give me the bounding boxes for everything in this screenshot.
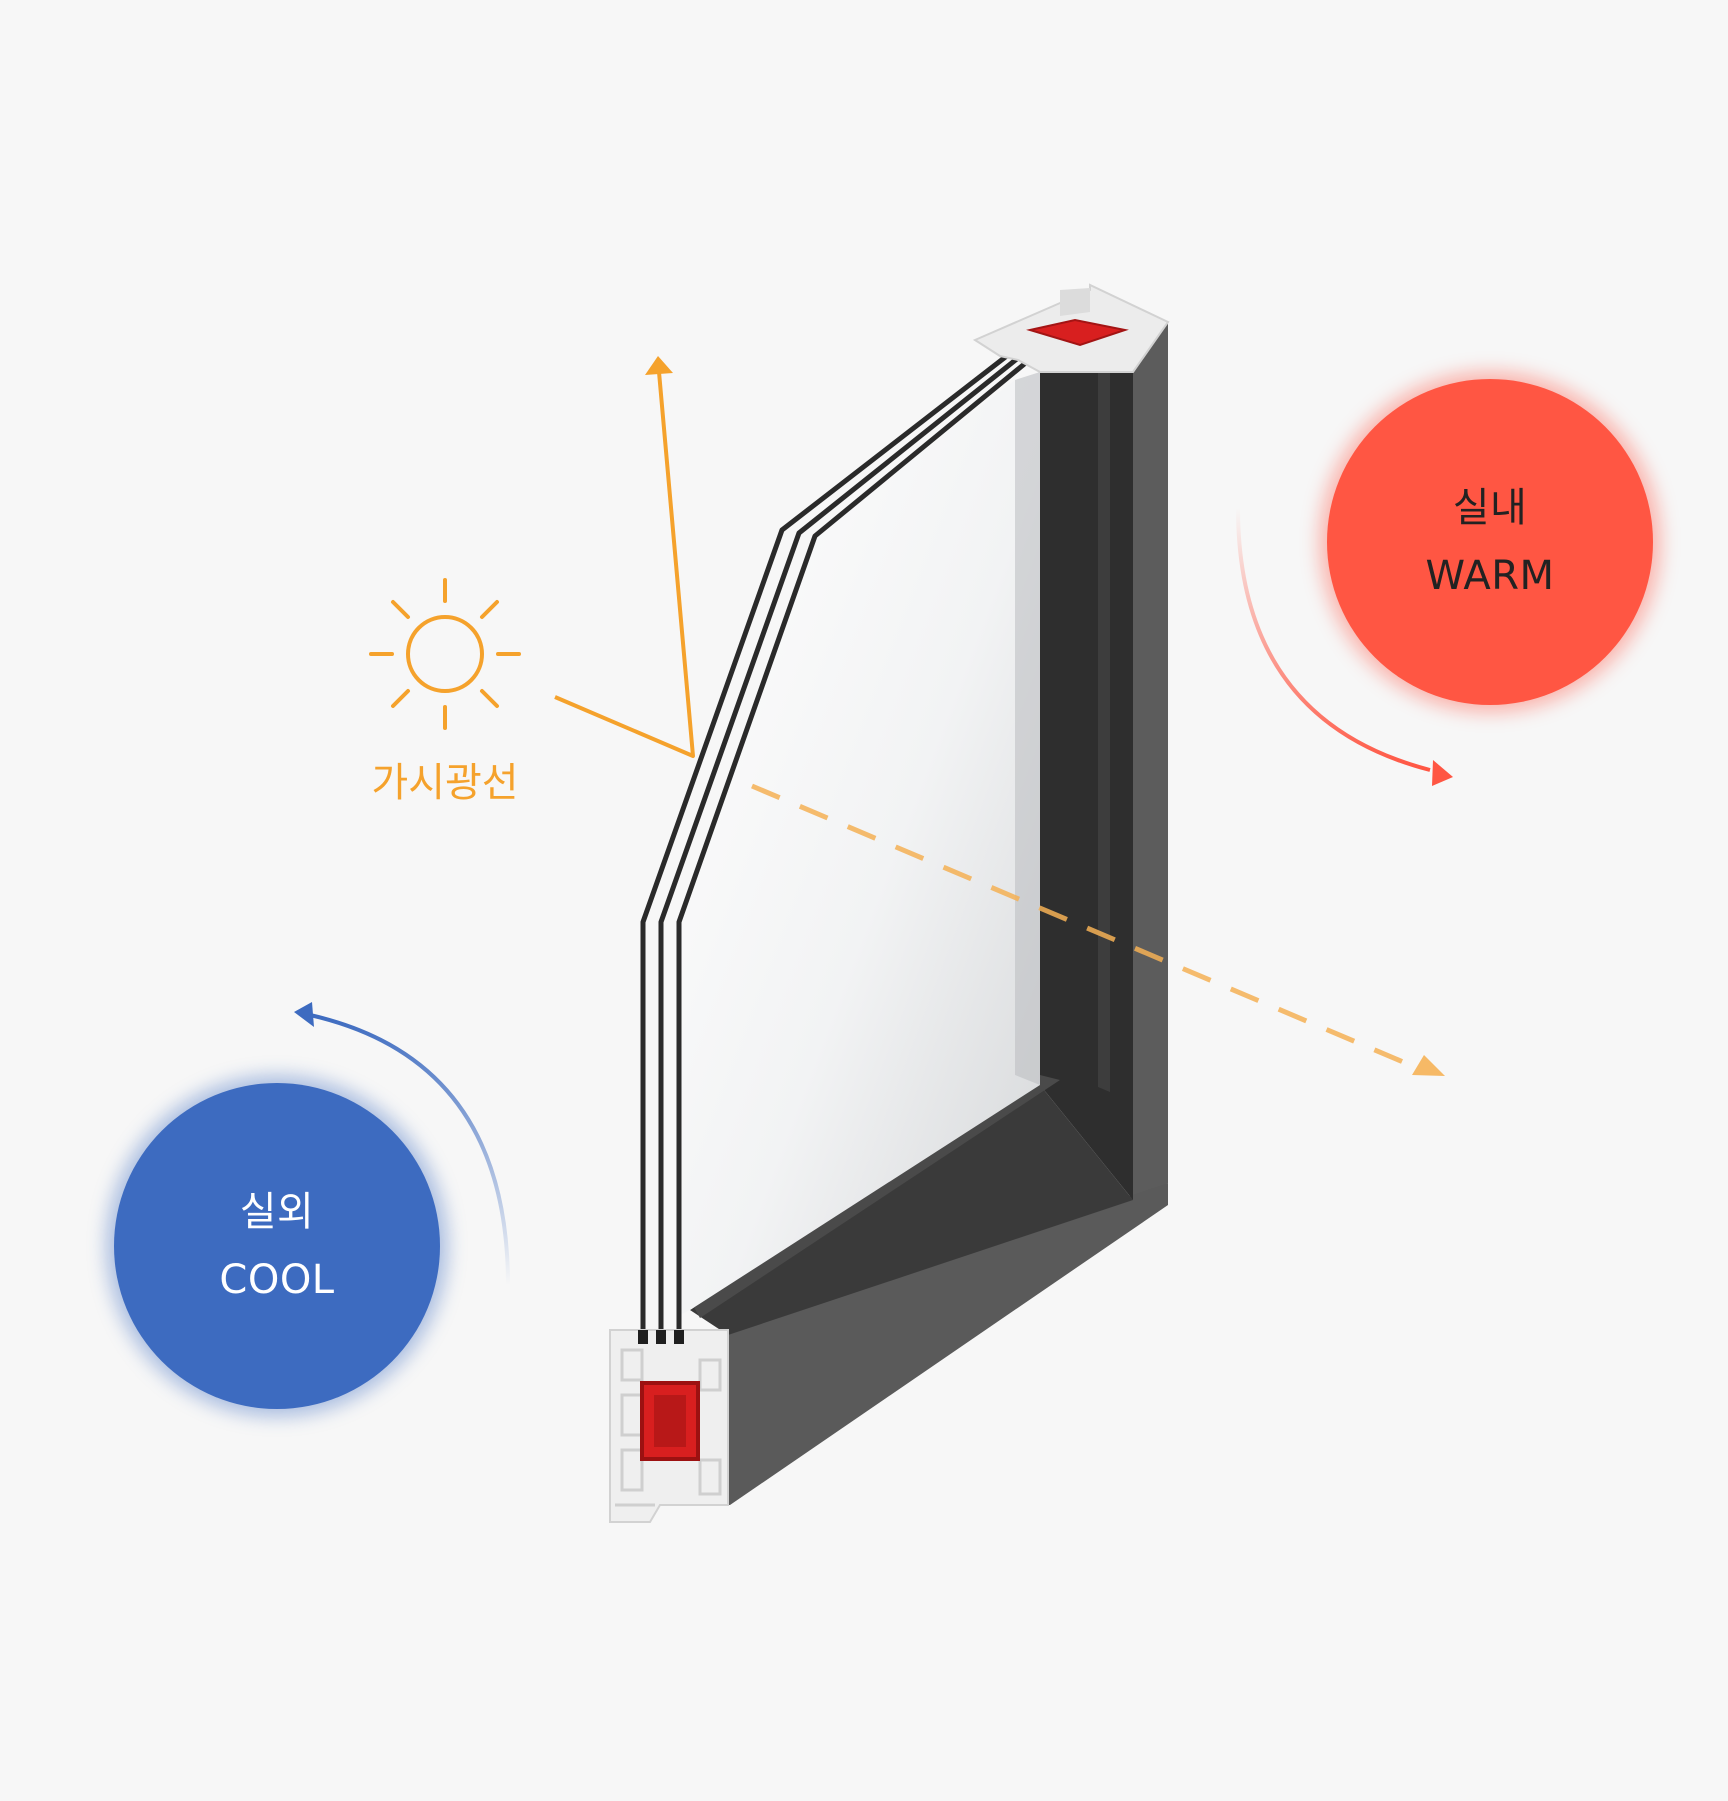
outdoor-title: 실외 [239,1189,315,1235]
triple-glazing-edges [640,353,1030,1340]
glazing-layer-2 [658,356,1020,1340]
glass-edge-band [1015,372,1040,1085]
outdoor-temperature: COOL [219,1257,335,1303]
warm-flow-curve [1236,507,1431,772]
transmitted-ray-dashed [751,783,1416,1070]
indoor-warm-bubble: 실내 WARM [1327,379,1653,705]
visible-light-label: 가시광선 [371,760,519,806]
frame-inner-bevel [1098,342,1110,1092]
dashed-arrow-right-icon [1412,1055,1445,1076]
frame-bottom-bead [690,1075,1060,1318]
glazing-layer-3 [676,359,1030,1340]
top-profile-fins [1060,288,1090,316]
cool-flow [294,1002,510,1286]
warm-flow [1236,507,1453,786]
window-frame [690,322,1168,1505]
top-steel-reinforcement [1026,318,1129,347]
arrow-up-icon [645,356,673,375]
frame-bottom-face [728,1183,1168,1505]
frame-inner-reveal-bottom [690,1085,1133,1335]
glazing-ends [638,1330,684,1344]
sun-icon [369,578,521,730]
cool-flow-curve [309,1013,510,1286]
glazing-layer-1 [640,353,1010,1340]
visible-light-ray [554,356,1445,1076]
frame-right-face [1133,322,1168,1200]
indoor-temperature: WARM [1425,553,1555,599]
glass-surface [680,372,1040,1315]
curved-arrow-down-icon [1432,760,1453,786]
indoor-title: 실내 [1452,485,1528,531]
frame-inner-reveal-right [1040,330,1133,1200]
bottom-steel-inner [654,1395,686,1447]
bottom-profile-section [609,1329,729,1523]
curved-arrow-up-icon [294,1002,314,1027]
outdoor-cool-bubble: 실외 COOL [114,1083,440,1409]
glass-pane [640,353,1040,1340]
top-profile-section [972,283,1170,373]
incident-reflected-ray [554,371,695,758]
